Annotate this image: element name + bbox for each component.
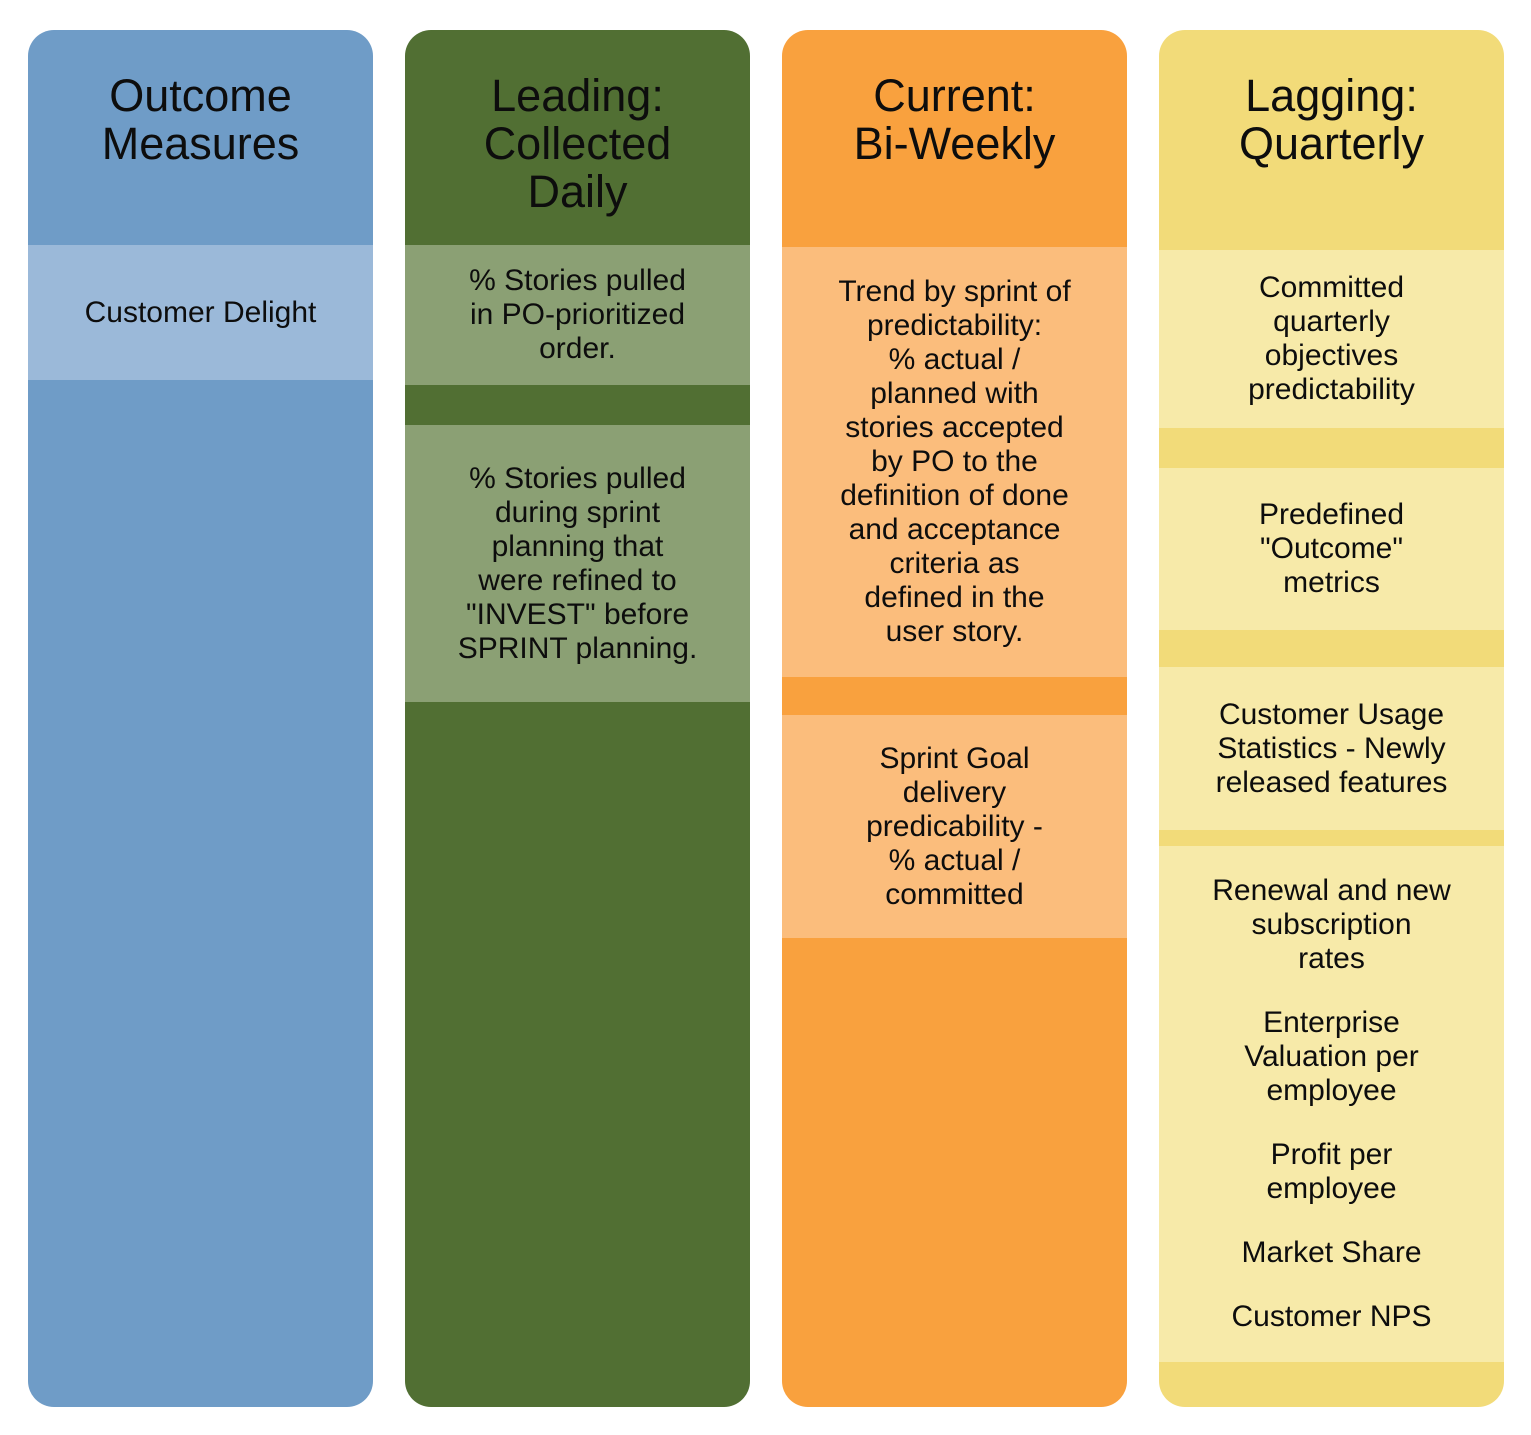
column-current-biweekly: Current: Bi-Weekly Trend by sprint of pr… [782, 30, 1127, 1407]
column-lagging-quarterly: Lagging: Quarterly Committed quarterly o… [1159, 30, 1504, 1407]
column-header: Lagging: Quarterly [1238, 70, 1425, 169]
column-header: Leading: Collected Daily [483, 70, 672, 217]
metric-list-item: Profit per employee [1266, 1138, 1397, 1205]
metric-box: % Stories pulled during sprint planning … [405, 425, 750, 702]
metric-box: Customer Delight [28, 245, 373, 380]
column-header: Outcome Measures [101, 70, 300, 169]
metric-list-item: Enterprise Valuation per employee [1244, 1006, 1419, 1107]
metric-text: Customer Usage Statistics - Newly releas… [1215, 697, 1448, 799]
metric-list-item: Market Share [1241, 1236, 1422, 1269]
metric-text: Trend by sprint of predictability: % act… [838, 275, 1071, 648]
metric-box: Renewal and new subscription rates Enter… [1159, 846, 1504, 1362]
metric-text: Committed quarterly objectives predictab… [1248, 271, 1415, 406]
metric-text: Sprint Goal delivery predicability - % a… [866, 741, 1043, 911]
metric-box: % Stories pulled in PO-prioritized order… [405, 245, 750, 385]
metric-box: Predefined "Outcome" metrics [1159, 468, 1504, 630]
metric-text: Predefined "Outcome" metrics [1258, 498, 1405, 599]
metric-box: Committed quarterly objectives predictab… [1159, 250, 1504, 428]
metric-list-item: Customer NPS [1231, 1300, 1432, 1333]
column-outcome-measures: Outcome Measures Customer Delight [28, 30, 373, 1407]
metric-text: Customer Delight [84, 295, 317, 329]
metric-list-item: Renewal and new subscription rates [1212, 874, 1451, 975]
column-leading-collected-daily: Leading: Collected Daily % Stories pulle… [405, 30, 750, 1407]
metric-box: Trend by sprint of predictability: % act… [782, 247, 1127, 677]
metric-box: Sprint Goal delivery predicability - % a… [782, 715, 1127, 938]
metric-text: % Stories pulled in PO-prioritized order… [469, 264, 686, 365]
column-header: Current: Bi-Weekly [853, 70, 1056, 169]
metric-text: % Stories pulled during sprint planning … [457, 461, 698, 665]
metric-box: Customer Usage Statistics - Newly releas… [1159, 667, 1504, 830]
